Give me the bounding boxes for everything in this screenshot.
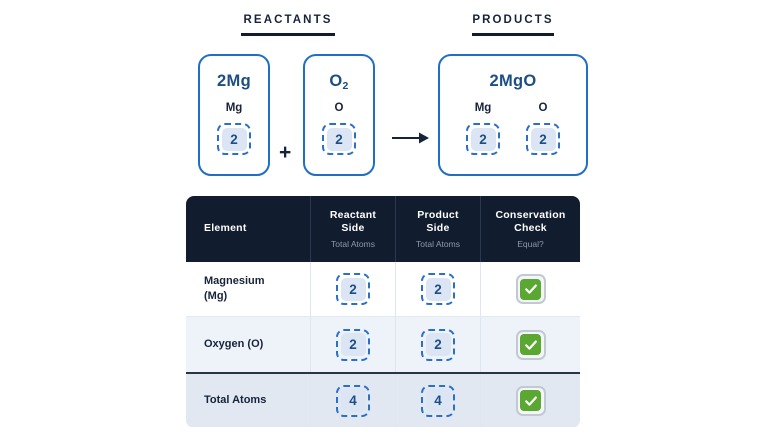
molecule-box-2mgo[interactable]: 2MgO Mg 2 O 2 bbox=[438, 54, 588, 176]
count-chip[interactable]: 2 bbox=[336, 328, 370, 361]
cell-reactant-side-total: 4 bbox=[310, 374, 395, 427]
cell-reactant-side-magnesium: 2 bbox=[310, 262, 395, 316]
atom-count-chip-mgo-o[interactable]: 2 bbox=[526, 123, 560, 155]
column-header-reactant-side-sub: Total Atoms bbox=[331, 239, 375, 250]
atom-count-chip-mg[interactable]: 2 bbox=[217, 123, 251, 155]
column-header-conservation-check-title: Conservation Check bbox=[495, 208, 566, 234]
reactants-underline bbox=[241, 33, 335, 36]
count-chip[interactable]: 2 bbox=[421, 273, 455, 305]
atom-tally-2mgo: Mg 2 O 2 bbox=[466, 101, 560, 155]
chemical-equation: 2Mg Mg 2 + O2 O 2 bbox=[0, 52, 768, 182]
cell-conservation-oxygen bbox=[480, 317, 580, 372]
column-header-element-title: Element bbox=[204, 222, 247, 235]
conservation-table: Element Reactant Side Total Atoms Produc… bbox=[186, 196, 580, 428]
atom-symbol-o: O bbox=[334, 101, 344, 114]
count-value: 4 bbox=[340, 389, 366, 412]
count-value: 2 bbox=[425, 333, 451, 356]
atom-count-value-mg: 2 bbox=[221, 127, 247, 151]
count-value: 2 bbox=[340, 333, 366, 356]
column-header-product-side: Product Side Total Atoms bbox=[395, 196, 480, 262]
count-value: 2 bbox=[425, 277, 451, 301]
column-header-reactant-side-title: Reactant Side bbox=[329, 208, 377, 234]
column-header-reactant-side: Reactant Side Total Atoms bbox=[310, 196, 395, 262]
count-chip[interactable]: 2 bbox=[421, 328, 455, 361]
cell-conservation-total bbox=[480, 374, 580, 427]
atom-entry-mgo-o: O 2 bbox=[526, 101, 560, 155]
cell-element-oxygen: Oxygen (O) bbox=[186, 317, 310, 372]
cell-element-magnesium-line2: (Mg) bbox=[204, 290, 228, 302]
check-icon bbox=[515, 274, 546, 304]
atom-symbol-mgo-o: O bbox=[538, 101, 548, 114]
check-icon bbox=[515, 385, 546, 416]
products-underline bbox=[472, 33, 554, 36]
formula-o2: O2 bbox=[329, 72, 349, 92]
plus-operator: + bbox=[279, 141, 292, 164]
check-icon bbox=[515, 329, 546, 360]
formula-2mgo: 2MgO bbox=[489, 72, 537, 90]
count-chip[interactable]: 2 bbox=[336, 273, 370, 305]
cell-product-side-magnesium: 2 bbox=[395, 262, 480, 316]
cell-element-total: Total Atoms bbox=[186, 374, 310, 427]
atom-count-value-mgo-o: 2 bbox=[530, 127, 556, 151]
products-heading: PRODUCTS bbox=[438, 14, 588, 36]
products-heading-text: PRODUCTS bbox=[472, 14, 554, 26]
section-labels: REACTANTS PRODUCTS bbox=[0, 14, 768, 48]
atom-symbol-mgo-mg: Mg bbox=[474, 101, 492, 114]
molecule-box-o2[interactable]: O2 O 2 bbox=[303, 54, 375, 176]
atom-count-chip-mgo-mg[interactable]: 2 bbox=[466, 123, 500, 155]
formula-o2-subscript: 2 bbox=[342, 80, 349, 92]
table-header-row: Element Reactant Side Total Atoms Produc… bbox=[186, 196, 580, 262]
reactants-heading-text: REACTANTS bbox=[243, 14, 333, 26]
cell-element-magnesium-line1: Magnesium bbox=[204, 275, 265, 288]
cell-element-oxygen-line1: Oxygen (O) bbox=[204, 338, 264, 351]
atom-count-value-o: 2 bbox=[326, 127, 352, 151]
count-value: 4 bbox=[425, 389, 451, 412]
cell-product-side-total: 4 bbox=[395, 374, 480, 427]
atom-entry-mg: Mg 2 bbox=[217, 101, 251, 155]
atom-entry-o: O 2 bbox=[322, 101, 356, 155]
cell-element-magnesium: Magnesium (Mg) bbox=[186, 262, 310, 316]
atom-count-value-mgo-mg: 2 bbox=[470, 127, 496, 151]
cell-conservation-magnesium bbox=[480, 262, 580, 316]
atom-tally-2mg: Mg 2 bbox=[217, 101, 251, 155]
column-header-product-side-title: Product Side bbox=[417, 208, 459, 234]
atom-entry-mgo-mg: Mg 2 bbox=[466, 101, 500, 155]
cell-reactant-side-oxygen: 2 bbox=[310, 317, 395, 372]
count-chip[interactable]: 4 bbox=[421, 384, 455, 417]
molecule-box-2mg[interactable]: 2Mg Mg 2 bbox=[198, 54, 270, 176]
count-value: 2 bbox=[340, 277, 366, 301]
right-arrow-icon bbox=[392, 131, 430, 145]
column-header-element: Element bbox=[186, 196, 310, 262]
cell-element-total-line1: Total Atoms bbox=[204, 394, 267, 407]
table-row[interactable]: Magnesium (Mg) 2 2 bbox=[186, 262, 580, 317]
atom-symbol-mg: Mg bbox=[225, 101, 243, 114]
table-row-total[interactable]: Total Atoms 4 4 bbox=[186, 372, 580, 427]
count-chip[interactable]: 4 bbox=[336, 384, 370, 417]
table-row[interactable]: Oxygen (O) 2 2 bbox=[186, 317, 580, 372]
column-header-product-side-sub: Total Atoms bbox=[416, 239, 460, 250]
reactants-heading: REACTANTS bbox=[198, 14, 378, 36]
atom-tally-o2: O 2 bbox=[322, 101, 356, 155]
column-header-conservation-check-sub: Equal? bbox=[517, 239, 544, 250]
atom-count-chip-o[interactable]: 2 bbox=[322, 123, 356, 155]
cell-product-side-oxygen: 2 bbox=[395, 317, 480, 372]
formula-2mg: 2Mg bbox=[217, 72, 251, 90]
column-header-conservation-check: Conservation Check Equal? bbox=[480, 196, 580, 262]
